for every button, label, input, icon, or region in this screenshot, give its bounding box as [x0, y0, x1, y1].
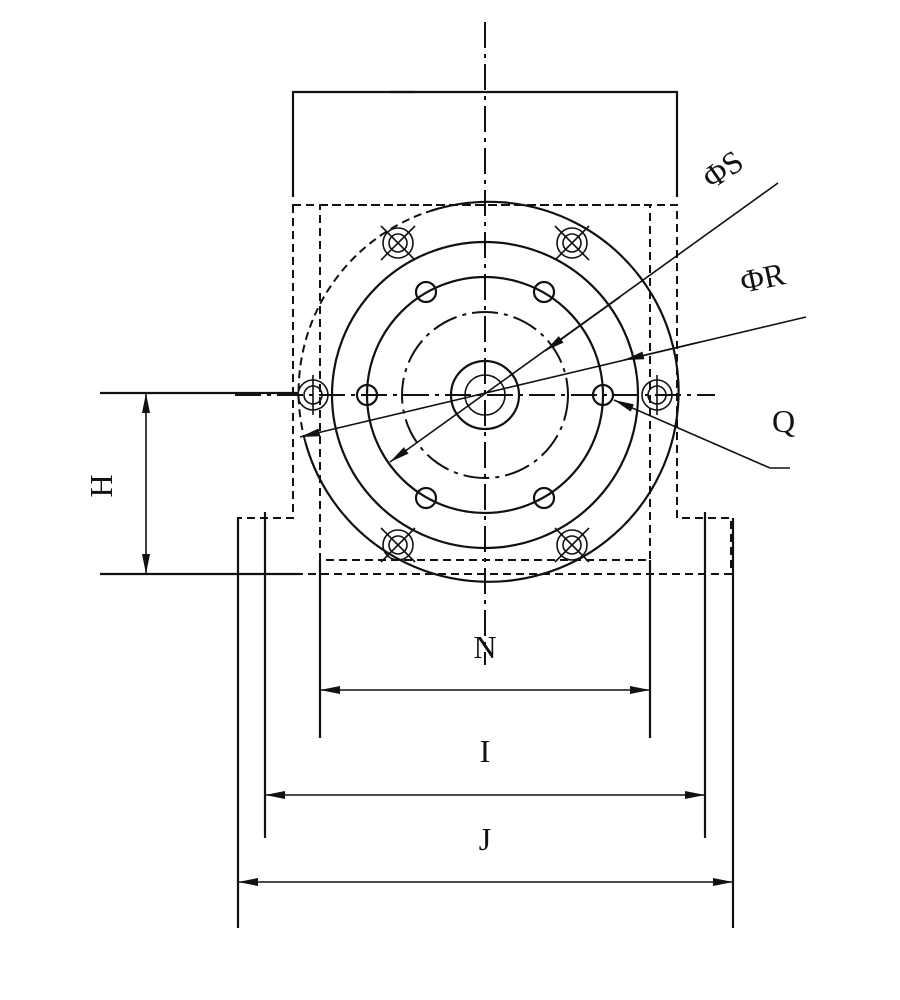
through-hole [591, 383, 615, 407]
label-q: Q [772, 403, 795, 439]
tapped-hole [380, 225, 416, 261]
tapped-hole [554, 527, 590, 563]
through-hole [355, 383, 379, 407]
tapped-hole [554, 225, 590, 261]
through-hole [414, 486, 438, 510]
through-hole [414, 280, 438, 304]
tapped-hole [297, 375, 329, 415]
label-n: N [473, 629, 496, 665]
through-hole [532, 280, 556, 304]
dim-phi-r-arrow [623, 341, 701, 361]
tapped-hole [380, 527, 416, 563]
label-phi-s: ΦS [695, 143, 749, 196]
through-hole [532, 486, 556, 510]
tapped-hole [641, 375, 673, 415]
dim-phi-s-arrow [544, 296, 621, 352]
label-j: J [479, 821, 491, 857]
label-i: I [480, 733, 491, 769]
label-phi-r: ΦR [737, 255, 789, 300]
outer-circle-hidden [297, 209, 431, 443]
label-h: H [83, 474, 119, 497]
housing-outline-hidden [237, 204, 732, 575]
dim-q-leader [613, 399, 790, 469]
dim-phi-r-line [299, 316, 807, 438]
housing-top [291, 90, 679, 197]
